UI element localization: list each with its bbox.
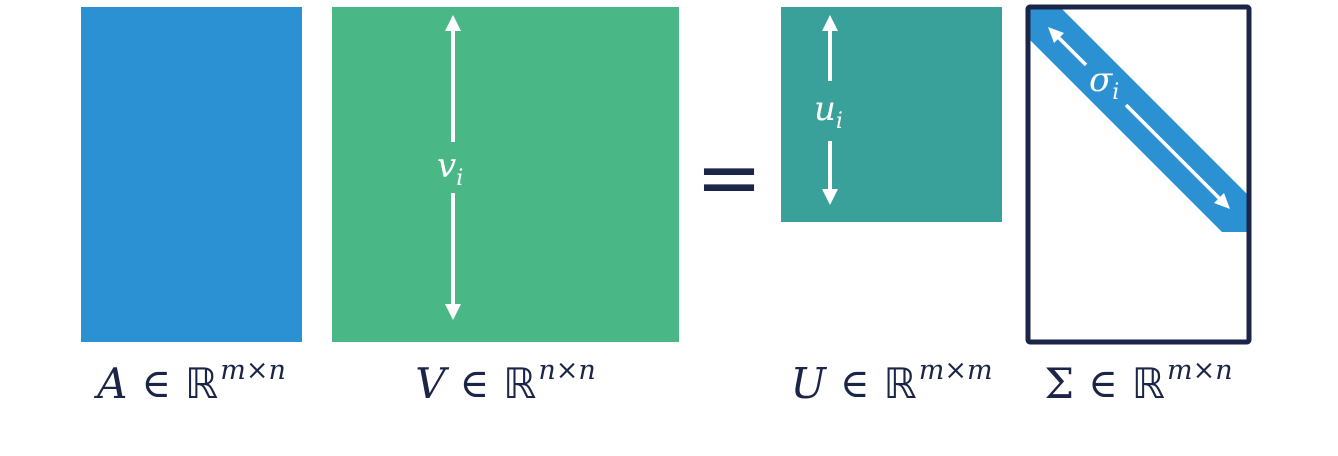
caption-v-member: ∈ [459, 361, 490, 407]
equals-sign: = [695, 131, 762, 224]
v-column-double-arrow [445, 15, 461, 320]
caption-sigma-symbol: Σ [1044, 359, 1075, 408]
sigma-matrix: σi [1025, 4, 1252, 345]
sigma-diagonal-double-arrow [1048, 27, 1230, 209]
caption-v: V ∈ ℝ n×n [382, 356, 629, 416]
caption-a-symbol: A [97, 359, 128, 408]
u-column-double-arrow [822, 15, 838, 205]
matrix-v-block [332, 7, 679, 342]
matrix-a-block [81, 7, 302, 342]
caption-sigma: Σ ∈ ℝ m×n [1023, 356, 1254, 416]
v-i-label: vi [437, 146, 463, 191]
caption-u-member: ∈ [839, 361, 870, 407]
caption-sigma-set: ℝ [1131, 359, 1165, 408]
caption-u: U ∈ ℝ m×m [776, 356, 1007, 416]
caption-u-set: ℝ [883, 359, 917, 408]
u-i-label: ui [814, 89, 843, 134]
caption-a-set: ℝ [185, 359, 219, 408]
caption-v-dims: n×n [538, 355, 596, 386]
caption-v-set: ℝ [503, 359, 537, 408]
matrix-u-block [781, 7, 1002, 222]
caption-a-member: ∈ [141, 361, 172, 407]
caption-u-symbol: U [790, 359, 826, 408]
caption-sigma-dims: m×n [1166, 355, 1233, 386]
caption-v-symbol: V [415, 359, 446, 408]
caption-a: A ∈ ℝ m×n [81, 356, 302, 416]
caption-u-dims: m×m [918, 355, 993, 386]
caption-sigma-member: ∈ [1088, 361, 1118, 407]
caption-a-dims: m×n [220, 355, 286, 386]
sigma-i-label: σi [1089, 60, 1119, 105]
sigma-matrix-border [1025, 4, 1252, 345]
